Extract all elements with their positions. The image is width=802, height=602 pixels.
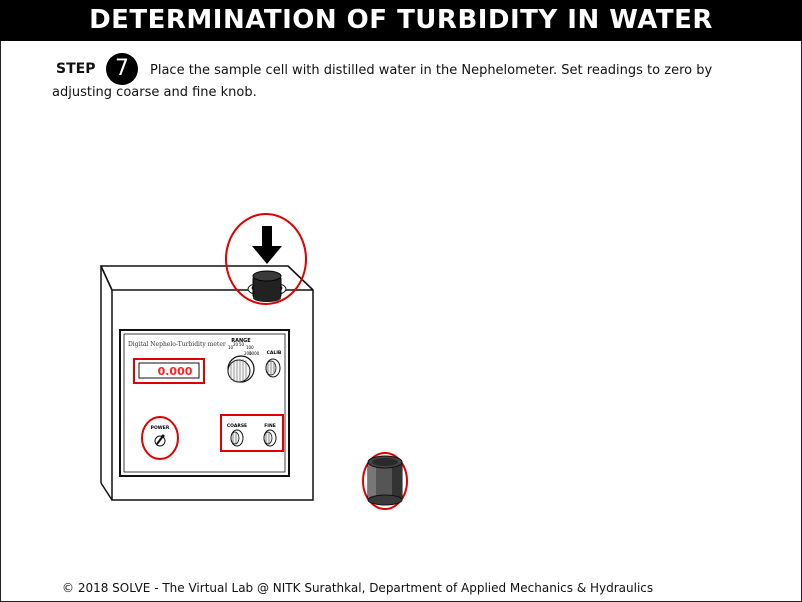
footer-copyright: © 2018 SOLVE - The Virtual Lab @ NITK Su… — [62, 581, 654, 595]
range-tick-50: 50 — [239, 342, 245, 347]
step-number-badge: 7 — [106, 53, 138, 85]
calib-label: CALIB — [267, 350, 282, 356]
coarse-label: COARSE — [227, 423, 247, 429]
sample-cell-vial[interactable] — [362, 452, 408, 510]
step-instruction-line2: adjusting coarse and fine knob. — [52, 85, 257, 100]
down-arrow-icon — [252, 226, 282, 264]
panel-title: Digital Nephelo-Turbidity meter — [128, 341, 226, 348]
power-switch[interactable]: POWER — [141, 416, 179, 460]
calib-knob[interactable]: CALIB — [265, 350, 282, 378]
sample-cell-holder[interactable] — [225, 213, 307, 305]
digital-display: 0.000 — [133, 358, 205, 384]
fine-label: FINE — [264, 423, 276, 429]
range-tick-1000: 1000 — [249, 351, 260, 356]
range-tick-100: 100 — [246, 345, 254, 350]
fine-knob[interactable] — [263, 429, 277, 447]
nephelometer: Digital Nephelo-Turbidity meter 0.000 RA… — [99, 265, 314, 501]
title-bar — [0, 0, 802, 41]
step-label: STEP — [56, 61, 96, 77]
coarse-knob[interactable] — [230, 429, 244, 447]
power-label: POWER — [151, 425, 170, 431]
coarse-fine-controls: COARSE FINE — [220, 414, 284, 452]
range-label: RANGE — [231, 338, 251, 344]
page-title: DETERMINATION OF TURBIDITY IN WATER — [89, 5, 713, 35]
range-tick-200: 200 — [244, 351, 252, 356]
range-tick-10: 10 — [228, 345, 234, 350]
display-value: 0.000 — [158, 365, 193, 378]
range-knob[interactable]: RANGE 10 20 50 100 200 1000 — [227, 338, 260, 383]
step-instruction-line1: Place the sample cell with distilled wat… — [150, 63, 713, 78]
range-tick-20: 20 — [233, 342, 239, 347]
